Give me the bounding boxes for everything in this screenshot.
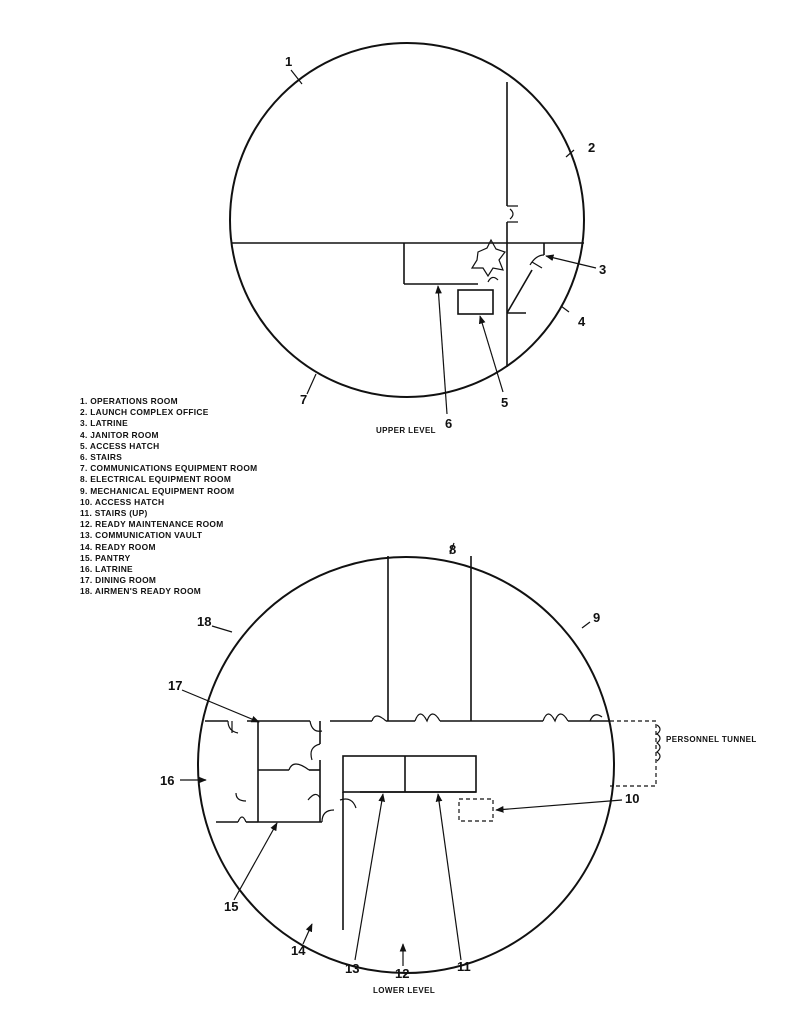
legend-item: 4. JANITOR ROOM — [80, 429, 159, 440]
lower-level-plan: PERSONNEL TUNNEL 8 9 10 11 12 13 14 15 1… — [160, 542, 757, 995]
lower-level-caption: LOWER LEVEL — [373, 986, 435, 995]
lower-level-outline — [197, 556, 615, 974]
upper-level-leaders — [290, 69, 597, 415]
callout-9: 9 — [593, 610, 600, 625]
callout-8: 8 — [449, 542, 456, 557]
personnel-tunnel — [610, 720, 657, 787]
legend-item: 12. READY MAINTENANCE ROOM — [80, 519, 224, 530]
callout-7: 7 — [300, 392, 307, 407]
personnel-tunnel-label: PERSONNEL TUNNEL — [666, 735, 757, 744]
callout-15: 15 — [224, 899, 238, 914]
legend-item: 11. STAIRS (UP) — [80, 508, 148, 519]
callout-12: 12 — [395, 966, 409, 981]
callout-6: 6 — [445, 416, 452, 431]
upper-level-plan: 1 2 3 4 5 6 7 UPPER LEVEL — [229, 42, 606, 435]
legend-item: 2. LAUNCH COMPLEX OFFICE — [80, 407, 209, 418]
upper-level-walls — [231, 82, 584, 367]
legend-item: 9. MECHANICAL EQUIPMENT ROOM — [80, 485, 235, 496]
lower-access-hatch — [458, 798, 494, 822]
lower-level-leaders — [180, 542, 623, 966]
callout-1: 1 — [285, 54, 292, 69]
legend-item: 3. LATRINE — [80, 418, 128, 429]
callout-16: 16 — [160, 773, 174, 788]
legend-item: 13. COMMUNICATION VAULT — [80, 530, 203, 541]
legend-item: 1. OPERATIONS ROOM — [80, 396, 178, 406]
legend-item: 10. ACCESS HATCH — [80, 496, 165, 507]
callout-13: 13 — [345, 961, 359, 976]
callout-2: 2 — [588, 140, 595, 155]
legend-item: 7. COMMUNICATIONS EQUIPMENT ROOM — [80, 463, 258, 474]
callout-17: 17 — [168, 678, 182, 693]
legend-item: 14. READY ROOM — [80, 541, 156, 552]
legend-item: 18. AIRMEN'S READY ROOM — [80, 586, 202, 597]
legend-item: 6. STAIRS — [80, 452, 123, 463]
callout-11: 11 — [457, 959, 471, 974]
legend-item: 16. LATRINE — [80, 564, 133, 575]
upper-level-callouts: 1 2 3 4 5 6 7 — [285, 54, 606, 431]
callout-3: 3 — [599, 262, 606, 277]
callout-14: 14 — [291, 943, 306, 958]
callout-10: 10 — [625, 791, 639, 806]
upper-level-outline — [229, 42, 585, 398]
callout-18: 18 — [197, 614, 211, 629]
lower-level-walls — [205, 556, 610, 930]
legend-item: 8. ELECTRICAL EQUIPMENT ROOM — [80, 474, 232, 485]
tunnel-brace — [655, 724, 661, 762]
upper-stairs-landing — [470, 238, 506, 278]
callout-4: 4 — [578, 314, 586, 329]
legend-item: 17. DINING ROOM — [80, 575, 157, 586]
upper-level-caption: UPPER LEVEL — [376, 426, 436, 435]
legend-item: 5. ACCESS HATCH — [80, 440, 160, 451]
callout-5: 5 — [501, 395, 508, 410]
legend-item: 15. PANTRY — [80, 552, 131, 563]
lower-level-callouts: 8 9 10 11 12 13 14 15 16 17 18 — [160, 542, 639, 981]
